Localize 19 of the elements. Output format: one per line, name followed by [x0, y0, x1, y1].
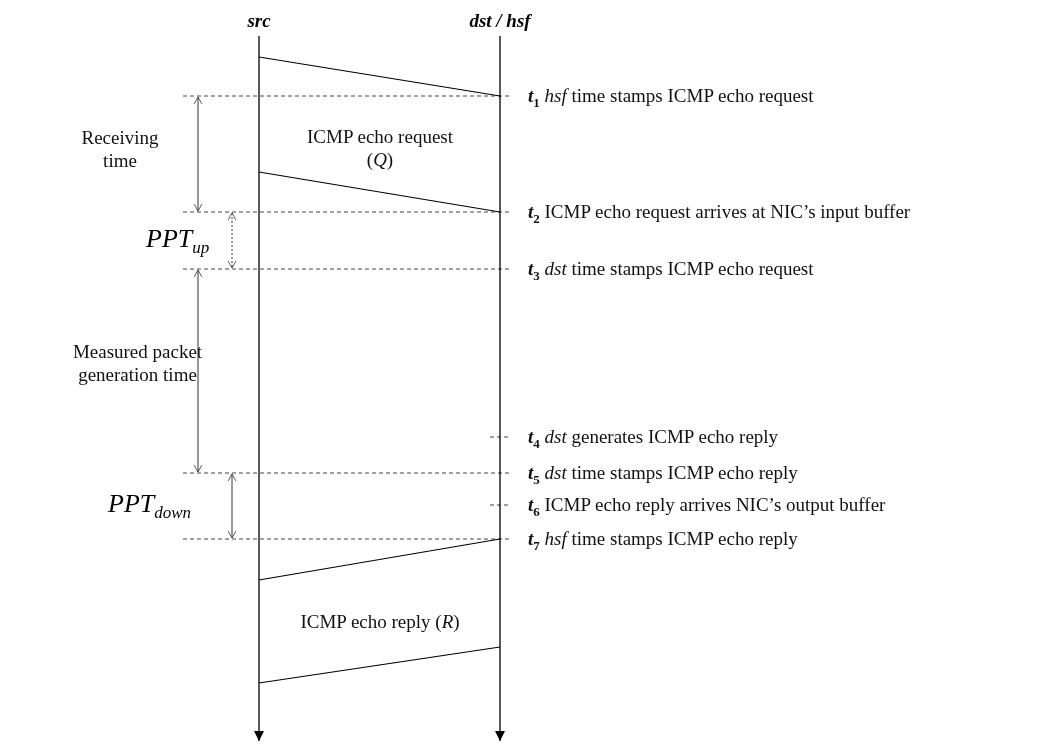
timestamp-note: t$_{2}$ ICMP echo request arrives at NIC’s input buffer	[528, 201, 911, 227]
packet-line	[258, 538, 501, 581]
timestamp-note: t$_{3}$ dst time stamps ICMP echo request	[528, 258, 814, 284]
timestamp-note: t$_{7}$ hsf time stamps ICMP echo reply	[528, 528, 798, 554]
interval-label: PPT$_{down}$	[108, 489, 192, 524]
interval-label: Measured packet generation time	[71, 340, 204, 386]
interval-label: Receiving time	[80, 126, 160, 172]
message-label: ICMP echo reply (R)	[300, 610, 460, 633]
timestamp-note: t$_{1}$ hsf time stamps ICMP echo request	[528, 85, 814, 111]
timestamp-note: t$_{5}$ dst time stamps ICMP echo reply	[528, 462, 798, 488]
lifeline-header: dst / hsf	[468, 10, 533, 32]
packet-line	[258, 646, 501, 684]
timestamp-note: t$_{6}$ ICMP echo reply arrives NIC’s output buffer	[528, 494, 886, 520]
packet-line	[258, 171, 501, 213]
packet-line	[258, 56, 501, 97]
message-label: ICMP echo request (Q)	[306, 125, 454, 171]
timestamp-note: t$_{4}$ dst generates ICMP echo reply	[528, 426, 779, 452]
interval-label: PPT$_{up}$	[146, 224, 210, 259]
lifeline-header: src	[246, 10, 272, 32]
